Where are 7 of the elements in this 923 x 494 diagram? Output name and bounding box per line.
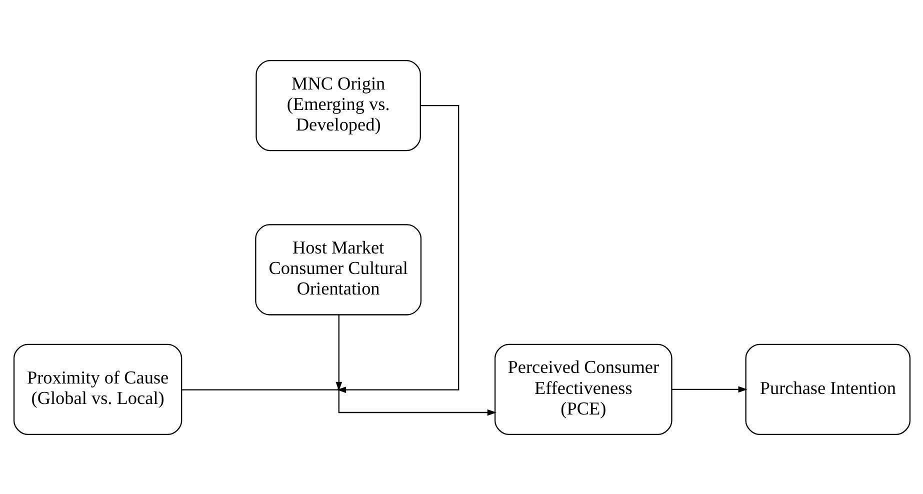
node-box: Purchase Intention: [744, 343, 910, 434]
arrow: [672, 386, 747, 392]
arrow: [181, 381, 496, 416]
node-box: Proximity of Cause (Global vs. Local): [12, 343, 182, 434]
node-box: MNC Origin (Emerging vs. Developed): [255, 60, 420, 151]
node-box: Perceived Consumer Effectiveness (PCE): [494, 343, 672, 434]
node-box: Host Market Consumer Cultural Orientation: [254, 224, 422, 315]
